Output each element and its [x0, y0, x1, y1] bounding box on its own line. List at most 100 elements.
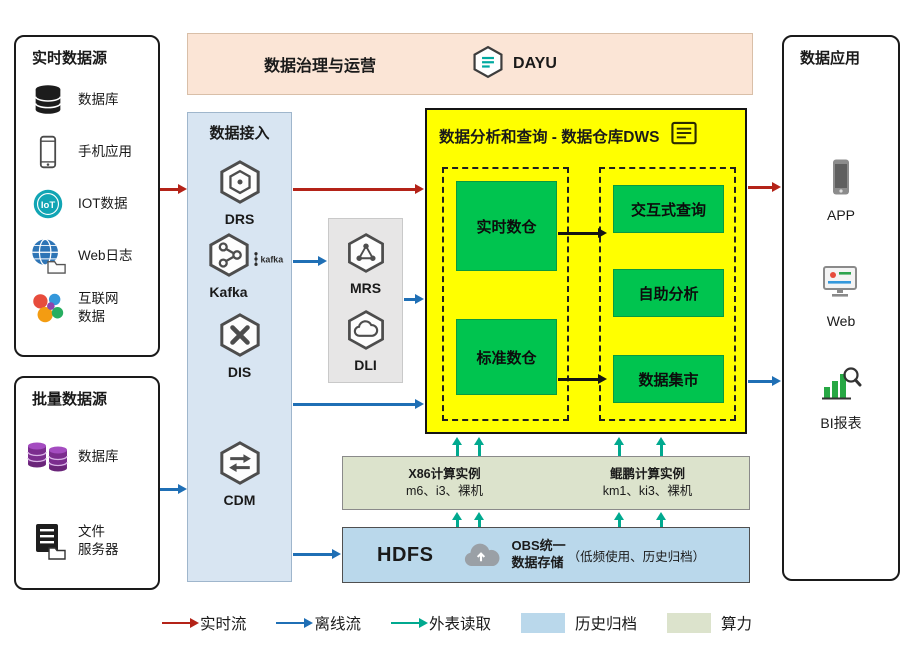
source-label: IOT数据 — [78, 196, 128, 212]
governance-banner: 数据治理与运营 DAYU — [187, 33, 753, 95]
warehouse-group: 实时数仓 标准数仓 — [442, 167, 569, 421]
arrow-rt-to-query — [558, 232, 598, 235]
storage-strip: HDFS OBS统一 数据存储 （低频使用、历史归档） — [342, 527, 750, 583]
arrow-hdfs-to-compute-1 — [456, 520, 459, 527]
file-server-icon — [24, 521, 72, 561]
service-dli: DLI — [329, 309, 402, 373]
service-dis: DIS — [188, 312, 291, 380]
kafka-wordmark: kafka — [252, 251, 292, 272]
legend-item-offline: 离线流 — [276, 612, 361, 634]
source-label: 数据库 — [78, 449, 119, 465]
obs-label: OBS统一 数据存储 — [511, 538, 566, 570]
kafka-icon — [206, 232, 252, 283]
source-item-fileserver: 文件 服务器 — [24, 499, 154, 583]
realtime-warehouse-box: 实时数仓 — [456, 181, 557, 271]
app-item-app: APP — [784, 157, 898, 223]
svg-text:kafka: kafka — [260, 255, 283, 265]
web-log-icon — [24, 237, 72, 275]
source-item-database: 数据库 — [24, 74, 154, 126]
arrow-dis-to-dws — [293, 403, 415, 406]
service-label: Kafka — [209, 284, 248, 300]
legend-item-archive: 历史归档 — [521, 612, 637, 634]
iot-icon: IoT — [24, 185, 72, 223]
legend-label: 外表读取 — [428, 616, 491, 633]
source-item-internet: 互联网 数据 — [24, 282, 154, 334]
app-label: BI报表 — [820, 415, 862, 431]
x86-name: X86计算实例 — [408, 467, 481, 482]
drs-icon — [217, 159, 263, 210]
arrow-mrs-to-dws — [404, 298, 415, 301]
service-label: CDM — [223, 492, 256, 508]
app-label: APP — [826, 207, 855, 223]
governance-title: 数据治理与运营 — [264, 58, 377, 75]
legend-compute-swatch — [667, 613, 712, 633]
svg-text:IoT: IoT — [41, 200, 55, 211]
x86-specs: m6、i3、裸机 — [405, 484, 484, 498]
legend-item-compute-power: 算力 — [667, 612, 752, 634]
document-icon — [669, 120, 699, 152]
legend: 实时流 离线流 外表读取 历史归档 算力 — [0, 612, 914, 634]
source-label: 文件 服务器 — [78, 524, 119, 557]
source-item-weblog: Web日志 — [24, 230, 154, 282]
ingestion-title: 数据接入 — [209, 125, 270, 142]
arrow-hdfs-to-compute-2 — [478, 520, 481, 527]
kunpeng-compute: 鲲鹏计算实例 km1、ki3、裸机 — [546, 457, 749, 509]
source-item-mobile: 手机应用 — [24, 126, 154, 178]
app-item-bi: BI报表 — [784, 363, 898, 433]
realtime-sources-title: 实时数据源 — [32, 50, 108, 67]
dis-icon — [217, 312, 263, 363]
data-ingestion-panel: 数据接入 DRS Kafka kafka DIS CDM — [187, 112, 292, 582]
service-label: DLI — [354, 357, 377, 373]
app-icon — [821, 157, 861, 200]
applications-title: 数据应用 — [800, 50, 861, 67]
database-purple-icon — [24, 436, 72, 478]
source-item-iot: IoT IOT数据 — [24, 178, 154, 230]
service-mrs: MRS — [329, 232, 402, 296]
hdfs-label: HDFS — [377, 543, 434, 566]
internet-data-icon — [24, 289, 72, 327]
legend-item-external-read: 外表读取 — [390, 612, 491, 634]
interactive-query-box: 交互式查询 — [613, 185, 724, 233]
bi-report-icon — [819, 363, 863, 406]
dli-icon — [345, 309, 387, 356]
arrow-batch-src-to-ingestion — [160, 488, 178, 491]
legend-label: 实时流 — [199, 616, 247, 633]
self-analysis-box: 自助分析 — [613, 269, 724, 317]
source-label: 互联网 数据 — [78, 291, 119, 324]
arrow-compute-to-dws-4 — [660, 445, 663, 456]
compute-strip: X86计算实例 m6、i3、裸机 鲲鹏计算实例 km1、ki3、裸机 — [342, 456, 750, 510]
middleware-panel: MRS DLI — [328, 218, 403, 383]
dws-panel: 数据分析和查询 - 数据仓库DWS 实时数仓 标准数仓 交互式查询 自助分析 数… — [425, 108, 747, 434]
legend-label: 离线流 — [314, 616, 361, 633]
obs-note: （低频使用、历史归档） — [567, 549, 706, 564]
service-label: MRS — [349, 280, 382, 296]
legend-external-arrow-icon — [390, 621, 419, 625]
legend-item-realtime: 实时流 — [161, 612, 247, 634]
x86-compute: X86计算实例 m6、i3、裸机 — [343, 457, 546, 509]
legend-archive-swatch — [521, 613, 565, 633]
arrow-hdfs-to-compute-3 — [618, 520, 621, 527]
arrow-drs-to-dws — [293, 188, 415, 191]
arrow-std-to-mart — [558, 378, 598, 381]
service-label: DRS — [224, 211, 255, 227]
kunpeng-specs: km1、ki3、裸机 — [602, 484, 693, 498]
analysis-group: 交互式查询 自助分析 数据集市 — [599, 167, 736, 421]
arrow-compute-to-dws-3 — [618, 445, 621, 456]
app-label: Web — [826, 313, 856, 329]
arrow-compute-to-dws-1 — [456, 445, 459, 456]
dayu-label: DAYU — [513, 55, 557, 72]
legend-realtime-arrow-icon — [161, 621, 190, 625]
cdm-icon — [217, 440, 263, 491]
service-kafka: Kafka — [188, 232, 291, 300]
arrow-dws-to-bi — [748, 380, 772, 383]
dws-title-text: 数据分析和查询 - 数据仓库DWS — [439, 129, 660, 146]
arrow-realtime-src-to-ingestion — [160, 188, 178, 191]
kunpeng-name: 鲲鹏计算实例 — [609, 467, 685, 482]
applications-panel: 数据应用 APP Web BI报表 — [782, 35, 900, 581]
mrs-icon — [345, 232, 387, 279]
service-drs: DRS — [188, 159, 291, 227]
obs-cloud-icon — [459, 540, 503, 571]
mobile-app-icon — [24, 134, 72, 170]
arrow-dws-to-app — [748, 186, 772, 189]
